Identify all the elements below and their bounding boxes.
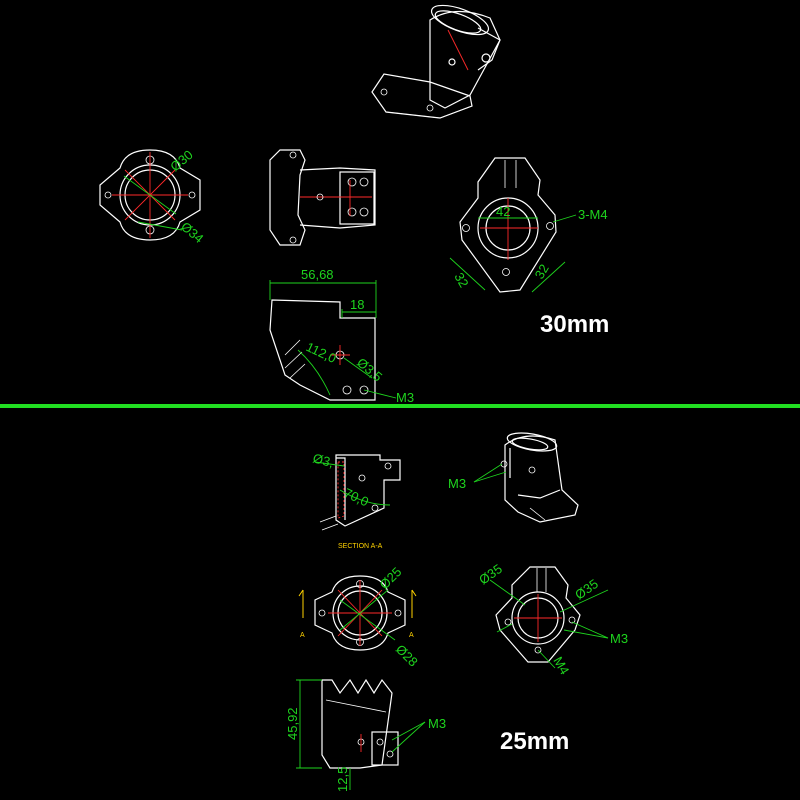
dim-d30-label: Ø30 — [167, 147, 195, 174]
size-label-25mm: 25mm — [500, 728, 569, 755]
dim-18-label: 18 — [350, 297, 364, 312]
dim-42-label: 42 — [496, 204, 510, 219]
dim-32-right-label: 32 — [532, 261, 552, 281]
bottom-section-view — [314, 454, 401, 531]
dim-32-left-label: 32 — [451, 270, 471, 290]
bottom-side-dimension-view — [296, 678, 426, 790]
bottom-bottom-view — [489, 566, 609, 669]
dim-d35-right-label: Ø35 — [572, 576, 601, 602]
top-side-view — [269, 149, 376, 246]
top-bottom-view — [449, 157, 577, 293]
thread-m4-label: M4 — [550, 654, 572, 677]
top-flange-front-view — [99, 149, 201, 241]
bottom-isometric-view — [473, 432, 579, 523]
dim-d28-label: Ø28 — [393, 642, 421, 670]
section-divider — [0, 404, 800, 408]
top-isometric-view — [371, 4, 501, 119]
thread-m3-label: M3 — [396, 390, 414, 405]
top-side-dimension-view — [269, 280, 397, 401]
iso-thread-m3-label: M3 — [448, 476, 466, 491]
size-label-30mm: 30mm — [540, 311, 609, 338]
thread-m3-side-label: M3 — [428, 716, 446, 731]
dim-d25-label: Ø25 — [377, 564, 405, 592]
dim-125-label: 12,5 — [335, 767, 350, 792]
thread-m3-right-label: M3 — [610, 631, 628, 646]
dim-d34-label: Ø34 — [178, 219, 206, 246]
angle-112-label: 112,0 — [304, 339, 339, 366]
bottom-flange-front-view — [298, 575, 417, 651]
section-marker-a-left: A — [300, 632, 305, 639]
section-marker-a-right: A — [409, 632, 414, 639]
dim-d35-label: Ø3,5 — [354, 355, 385, 385]
dim-d3-label: Ø3, — [311, 450, 335, 470]
dim-5668-label: 56,68 — [301, 267, 334, 282]
dim-d35-left-label: Ø35 — [476, 561, 505, 587]
dim-4592-label: 45,92 — [285, 707, 300, 740]
section-aa-label: SECTION A-A — [338, 543, 383, 550]
thread-3m4-label: 3-M4 — [578, 207, 608, 222]
angle-70-label: 70,0 — [342, 485, 371, 509]
